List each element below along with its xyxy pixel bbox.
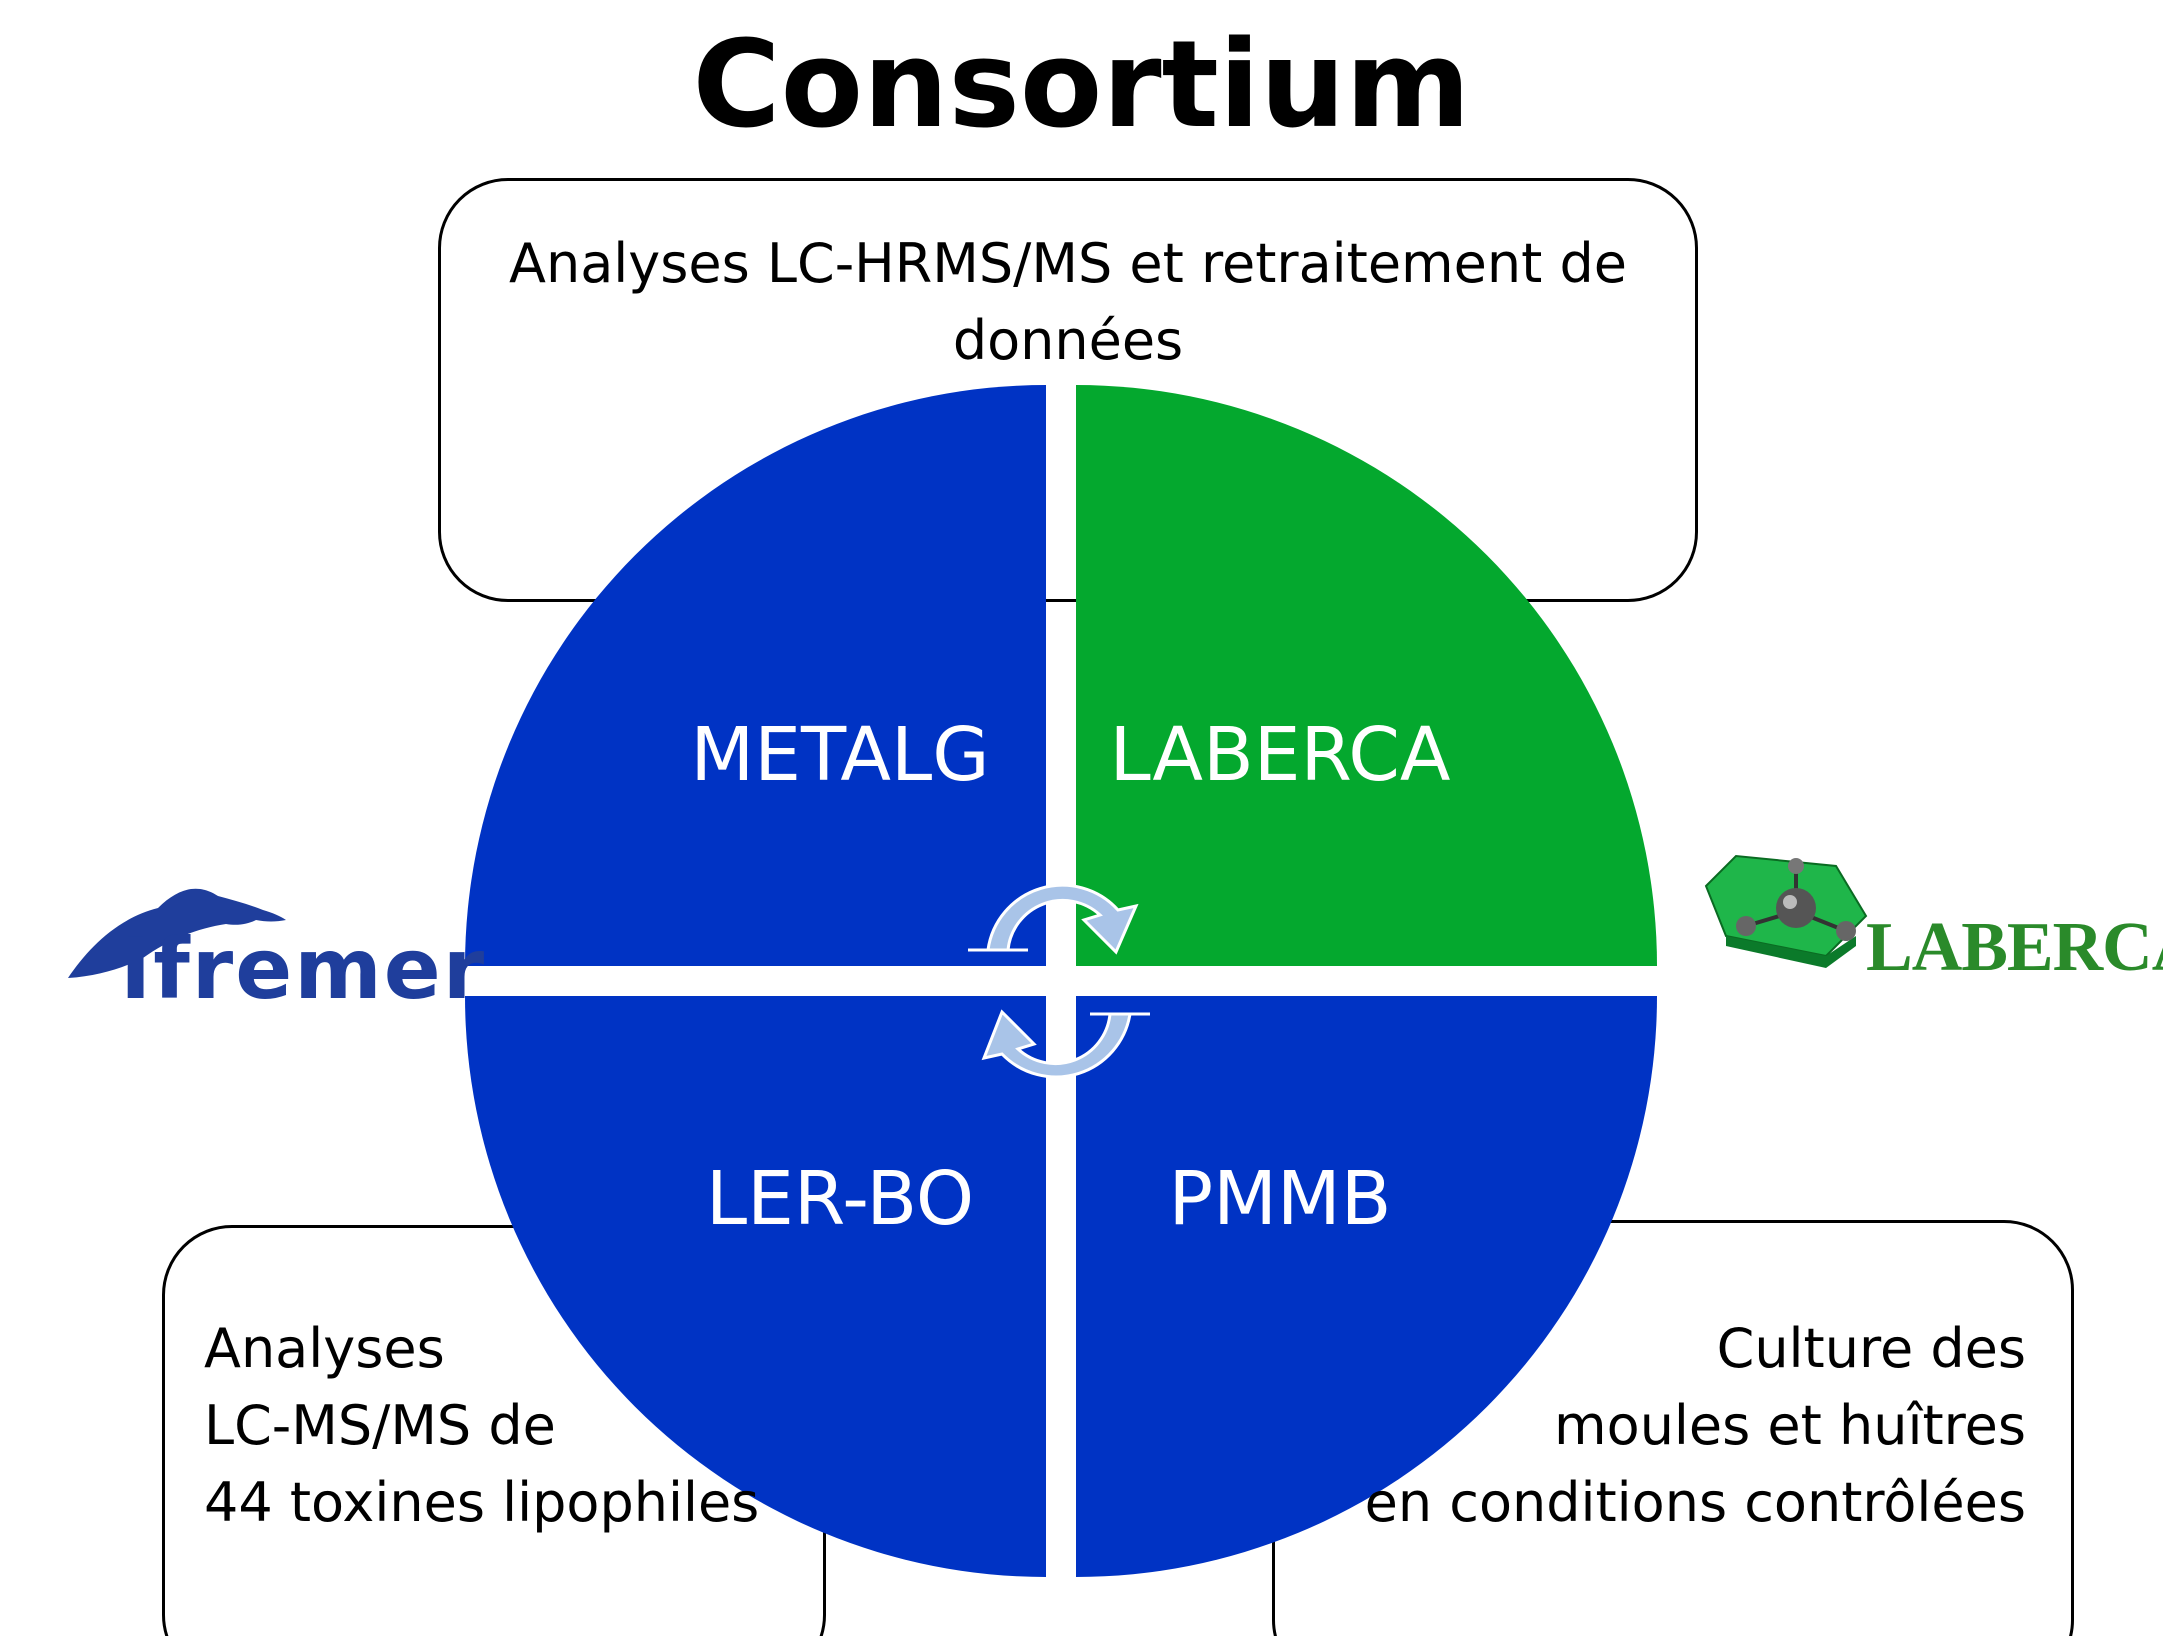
box-top-line-2: données: [952, 309, 1184, 372]
label-ler-bo: LER-BO: [705, 1156, 975, 1242]
box-top-text: Analyses LC-HRMS/MS et retraitement de d…: [438, 225, 1698, 379]
page-title: Consortium: [692, 16, 1471, 155]
quadrant-pmmb: [1076, 996, 1657, 1577]
quadrant-ler-bo: [465, 996, 1046, 1577]
box-bl-line-1: Analyses: [204, 1317, 445, 1380]
box-bottom-right-text: Culture des moules et huîtres en conditi…: [1300, 1310, 2026, 1541]
clockwise-arrow-bottom: [981, 1009, 1150, 1079]
quadrant-metalg: [465, 385, 1046, 966]
dolphin-icon: [68, 888, 286, 978]
box-br-line-2: moules et huîtres: [1554, 1394, 2026, 1457]
label-metalg: METALG: [690, 712, 990, 798]
box-bottom-left-text: Analyses LC-MS/MS de 44 toxines lipophil…: [204, 1310, 764, 1541]
box-br-line-1: Culture des: [1716, 1317, 2026, 1380]
ifremer-logo-text: Ifremer: [120, 920, 487, 1018]
box-top: [438, 178, 1698, 602]
cycle-arrows-icon: [968, 883, 1150, 1079]
quadrant-laberca: [1076, 385, 1657, 966]
label-pmmb: PMMB: [1168, 1156, 1392, 1242]
molecule-icon: [1704, 854, 1868, 968]
laberca-logo-text: LABERCA: [1866, 909, 2163, 986]
box-bl-line-3: 44 toxines lipophiles: [204, 1471, 760, 1534]
box-top-line-1: Analyses LC-HRMS/MS et retraitement de: [509, 232, 1627, 295]
box-br-line-3: en conditions contrôlées: [1364, 1471, 2026, 1534]
label-laberca: LABERCA: [1109, 712, 1451, 798]
clockwise-arrow-top: [968, 883, 1139, 955]
box-bl-line-2: LC-MS/MS de: [204, 1394, 556, 1457]
